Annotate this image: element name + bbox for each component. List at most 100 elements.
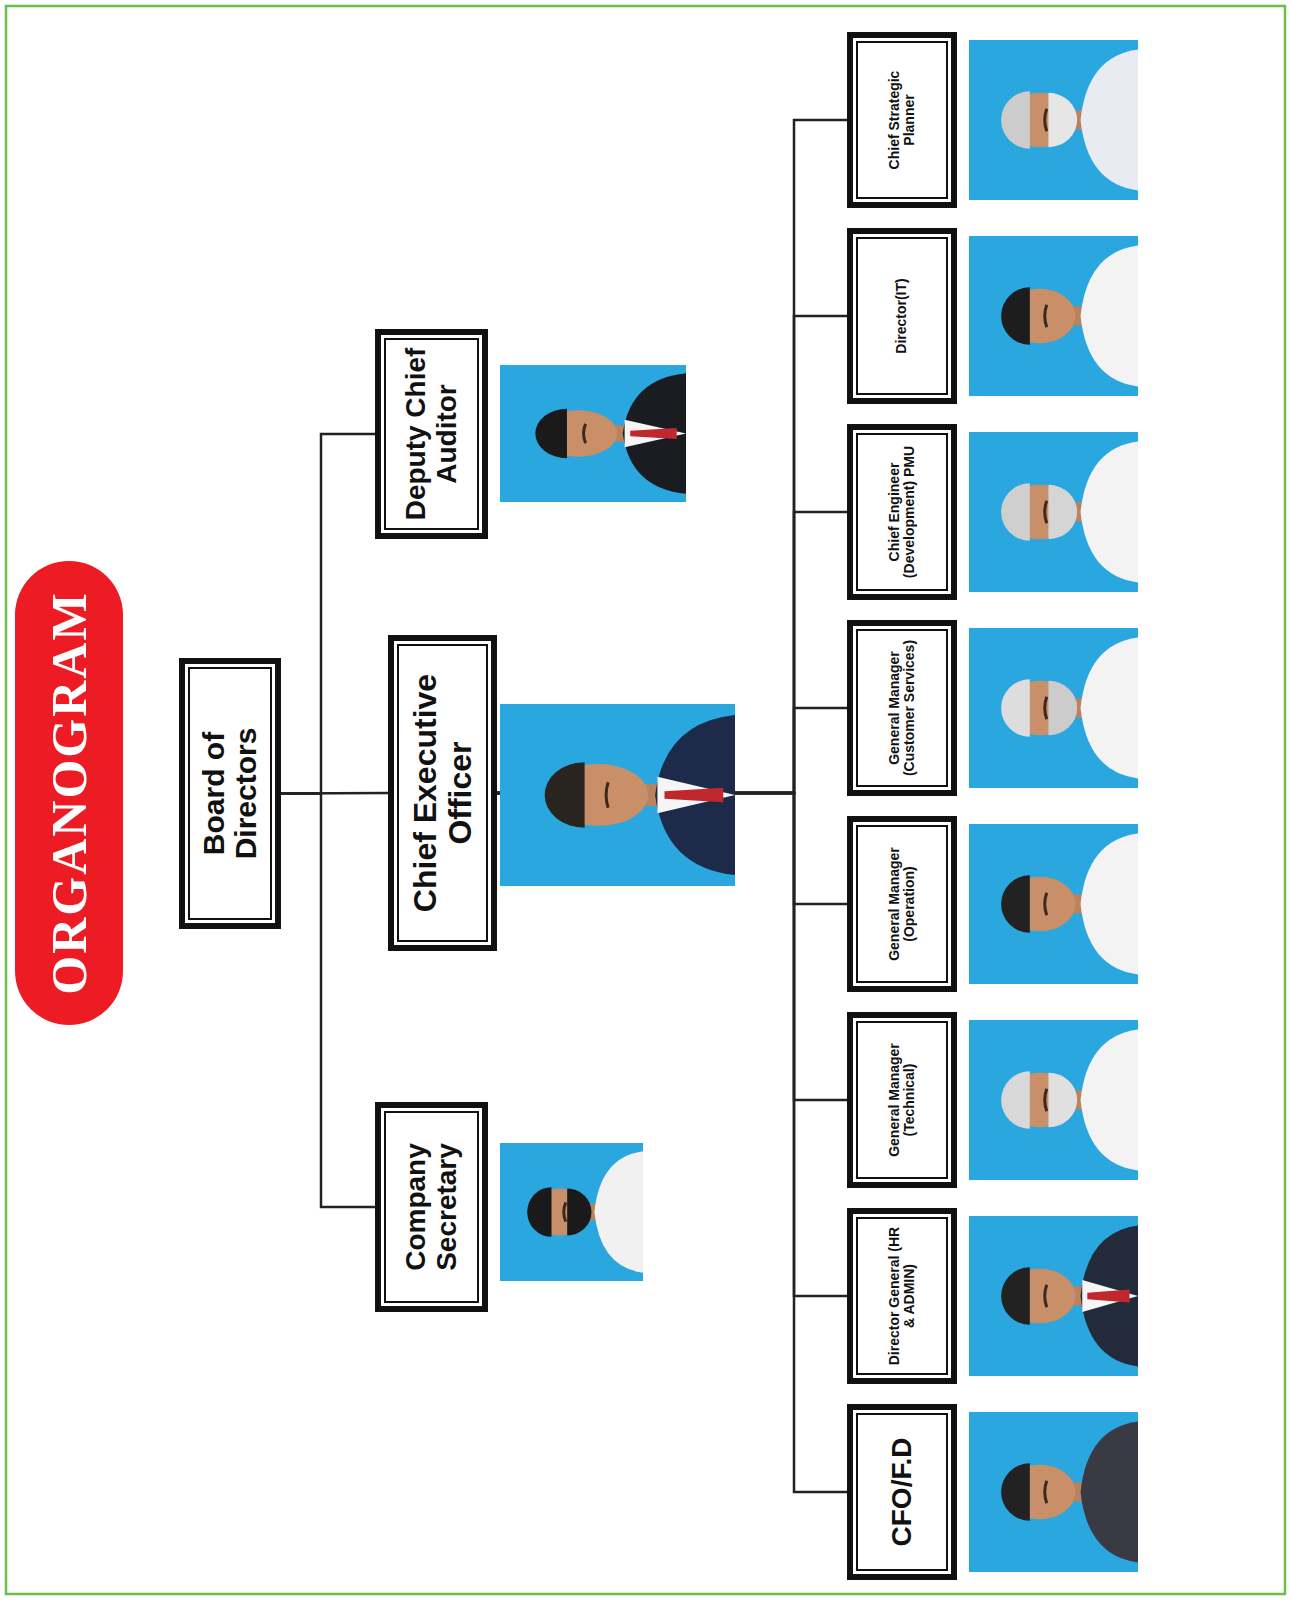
photo-background: [500, 704, 735, 886]
photo-hair: [1001, 91, 1030, 149]
title-pill: ORGANOGRAM: [15, 561, 123, 1025]
portrait-photo: [969, 40, 1138, 200]
photo-beard: [567, 1189, 591, 1236]
connector-line: [281, 434, 375, 794]
photo-background: [500, 1143, 643, 1281]
photo-background: [969, 236, 1138, 396]
org-box-inner: Deputy Chief Auditor: [384, 338, 479, 530]
org-box-inner: Chief Executive Officer: [397, 644, 488, 942]
photo-moustache: [1045, 1481, 1047, 1503]
org-box-inner: CFO/F.D: [856, 1413, 948, 1571]
photo-hair: [1001, 679, 1030, 737]
org-box: General Manager (Customer Services): [847, 620, 957, 796]
org-box: Chief Executive Officer: [388, 635, 497, 951]
portrait-photo: [969, 432, 1138, 592]
portrait-photo: [500, 704, 735, 886]
org-box-inner: Director(IT): [856, 237, 948, 395]
photo-moustache: [1045, 109, 1047, 131]
portrait-photo: [969, 1216, 1138, 1376]
photo-body: [1081, 246, 1138, 387]
photo-beard: [1048, 93, 1077, 147]
photo-collar: [625, 420, 686, 447]
photo-collar: [657, 777, 735, 813]
org-box-inner: General Manager (Operation): [856, 825, 948, 983]
position-title: Deputy Chief Auditor: [401, 344, 461, 524]
photo-body: [1081, 638, 1138, 779]
photo-moustache: [1045, 1285, 1047, 1307]
chart-title: ORGANOGRAM: [40, 591, 98, 994]
green-border: [6, 6, 1285, 1594]
position-title: Board of Directors: [198, 673, 263, 914]
org-box: Chief Engineer (Development) PMU: [847, 424, 957, 600]
org-box-inner: General Manager (Technical): [856, 1021, 948, 1179]
portrait-photo: [969, 628, 1138, 788]
photo-hair: [1001, 287, 1030, 345]
photo-moustache: [1045, 697, 1047, 719]
position-title: Director(IT): [894, 278, 909, 353]
photo-body: [594, 1151, 643, 1272]
photo-background: [969, 432, 1138, 592]
photo-background: [969, 1020, 1138, 1180]
org-box: Chief Strategic Planner: [847, 32, 957, 208]
photo-body: [623, 373, 686, 494]
photo-moustache: [1045, 501, 1047, 523]
org-box-inner: Board of Directors: [188, 667, 272, 920]
photo-background: [969, 1216, 1138, 1376]
position-title: Director General (HR & ADMIN): [887, 1223, 917, 1369]
photo-tie: [630, 428, 677, 439]
photo-beard: [1048, 485, 1077, 539]
photo-moustache: [606, 782, 608, 807]
connector-line: [497, 793, 847, 1492]
photo-collar: [1082, 1280, 1138, 1312]
photo-hair: [527, 1187, 551, 1237]
photo-moustache: [584, 424, 586, 443]
photo-moustache: [1045, 1089, 1047, 1111]
org-box-inner: Chief Engineer (Development) PMU: [856, 433, 948, 591]
org-box-inner: Company Secretary: [384, 1111, 479, 1303]
photo-body: [1081, 50, 1138, 191]
org-box: Director(IT): [847, 228, 957, 404]
photo-background: [969, 628, 1138, 788]
position-title: General Manager (Customer Services): [887, 635, 917, 781]
position-title: Chief Executive Officer: [408, 650, 477, 936]
org-box-inner: Chief Strategic Planner: [856, 41, 948, 199]
position-title: Chief Engineer (Development) PMU: [887, 439, 917, 585]
photo-body: [1081, 442, 1138, 583]
position-title: Company Secretary: [401, 1117, 461, 1297]
portrait-photo: [500, 365, 686, 502]
photo-background: [969, 1412, 1138, 1572]
photo-moustache: [564, 1202, 566, 1221]
portrait-photo: [969, 1020, 1138, 1180]
photo-hair: [1001, 1463, 1030, 1521]
org-box: Board of Directors: [179, 658, 281, 929]
photo-hair: [545, 762, 585, 828]
photo-body: [1081, 1226, 1138, 1367]
photo-hair: [1001, 875, 1030, 933]
photo-moustache: [1045, 893, 1047, 915]
org-box: Director General (HR & ADMIN): [847, 1208, 957, 1384]
photo-moustache: [1045, 305, 1047, 327]
photo-body: [1081, 834, 1138, 975]
photo-body: [1081, 1030, 1138, 1171]
connector-line: [281, 794, 375, 1208]
photo-hair: [1001, 483, 1030, 541]
photo-background: [500, 365, 686, 502]
portrait-photo: [969, 236, 1138, 396]
org-box: Company Secretary: [375, 1102, 488, 1312]
connector-line: [497, 120, 847, 793]
position-title: General Manager (Operation): [887, 831, 917, 977]
org-box: Deputy Chief Auditor: [375, 329, 488, 539]
photo-beard: [1048, 681, 1077, 735]
photo-hair: [1001, 1071, 1030, 1129]
photo-body: [655, 715, 735, 875]
photo-background: [969, 40, 1138, 200]
position-title: General Manager (Technical): [887, 1027, 917, 1173]
portrait-photo: [969, 824, 1138, 984]
portrait-photo: [500, 1143, 643, 1281]
photo-body: [1081, 1422, 1138, 1563]
photo-beard: [1048, 1073, 1077, 1127]
org-box: CFO/F.D: [847, 1404, 957, 1580]
photo-tie: [1087, 1290, 1129, 1303]
photo-hair: [1001, 1267, 1030, 1325]
